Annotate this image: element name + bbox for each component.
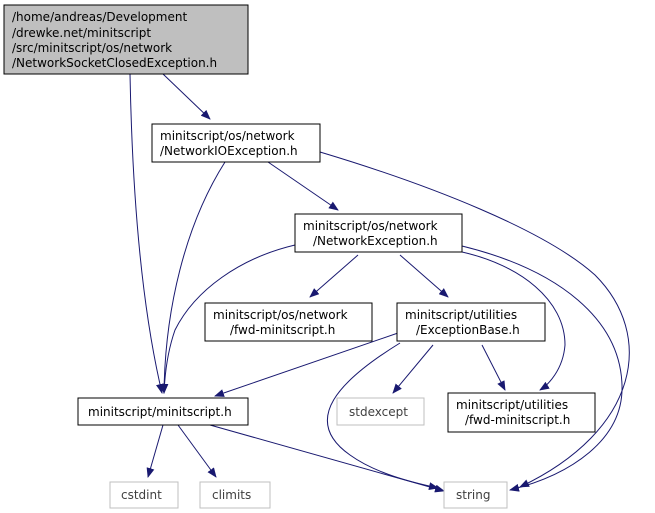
edge-exceptionbase-to-minitscript — [214, 332, 399, 397]
node-label-line: minitscript/minitscript.h — [88, 405, 232, 419]
node-label-line: /NetworkException.h — [313, 234, 438, 248]
node-label-line: string — [456, 488, 490, 502]
edge-root-to-minitscript — [129, 73, 164, 394]
node-label-line: /src/minitscript/os/network — [12, 41, 172, 55]
edge-exceptionbase-to-fwdutilities — [481, 344, 506, 391]
node-network-exception[interactable]: minitscript/os/network /NetworkException… — [294, 213, 463, 253]
node-label-line: /NetworkIOException.h — [160, 144, 298, 158]
node-label-line: /fwd-minitscript.h — [230, 323, 335, 337]
edge-networkexc-to-minitscript — [160, 244, 296, 394]
node-minitscript-h[interactable]: minitscript/minitscript.h — [77, 397, 249, 426]
node-root-header[interactable]: /home/andreas/Development /drewke.net/mi… — [3, 4, 249, 75]
node-label-line: minitscript/os/network — [213, 308, 348, 322]
node-label-line: /drewke.net/minitscript — [12, 26, 151, 40]
node-label-line: cstdint — [121, 488, 162, 502]
node-climits[interactable]: climits — [199, 481, 271, 509]
edge-networkio-to-minitscript — [160, 161, 226, 394]
edge-networkexc-to-exceptionbase — [399, 254, 449, 298]
node-label-line: climits — [212, 488, 251, 502]
node-cstdint[interactable]: cstdint — [109, 481, 179, 509]
edge-networkio-to-string — [319, 151, 630, 488]
edge-networkio-to-networkexc — [267, 161, 339, 211]
node-fwd-network[interactable]: minitscript/os/network /fwd-minitscript.… — [204, 302, 373, 342]
node-stdexcept[interactable]: stdexcept — [336, 397, 425, 426]
node-string[interactable]: string — [443, 481, 508, 509]
node-fwd-utilities[interactable]: minitscript/utilities /fwd-minitscript.h — [447, 392, 596, 433]
edge-networkexc-to-fwdnetwork — [309, 254, 359, 298]
node-label-line: minitscript/os/network — [303, 219, 438, 233]
node-network-io-exception[interactable]: minitscript/os/network /NetworkIOExcepti… — [151, 123, 321, 163]
edge-networkexc-to-string — [461, 245, 623, 492]
edge-exceptionbase-to-stdexcept — [392, 344, 434, 394]
edges — [129, 73, 630, 493]
node-label-line: minitscript/utilities — [405, 308, 517, 322]
node-label-line: minitscript/os/network — [160, 129, 295, 143]
node-label-line: /NetworkSocketClosedException.h — [12, 56, 217, 70]
node-label-line: /ExceptionBase.h — [416, 323, 520, 337]
node-label-line: /home/andreas/Development — [12, 10, 187, 24]
edge-minitscript-to-cstdint — [146, 424, 164, 478]
edge-networkexc-to-fwdutilities — [461, 251, 566, 391]
edge-root-to-networkio — [162, 73, 211, 120]
edge-minitscript-to-climits — [177, 424, 217, 478]
node-exception-base[interactable]: minitscript/utilities /ExceptionBase.h — [396, 302, 546, 342]
node-label-line: minitscript/utilities — [456, 398, 568, 412]
edge-minitscript-to-string — [209, 424, 445, 493]
node-label-line: /fwd-minitscript.h — [465, 413, 570, 427]
node-label-line: stdexcept — [349, 405, 408, 419]
